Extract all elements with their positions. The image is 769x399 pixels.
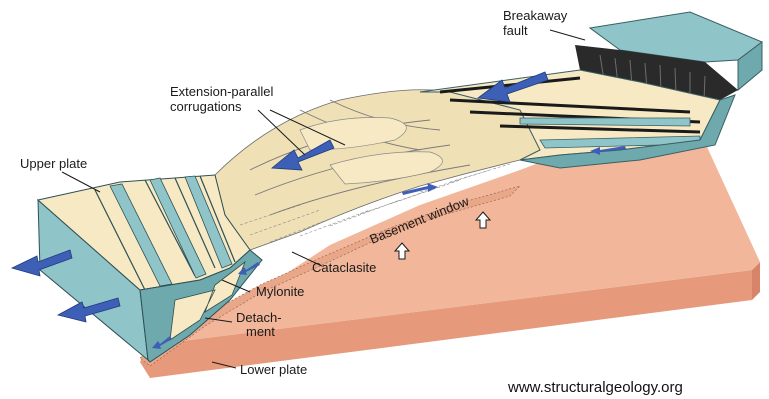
upper-plate-label: Upper plate bbox=[20, 156, 87, 171]
corrugations-label-line1: Extension-parallel bbox=[170, 84, 273, 99]
mylonite-label: Mylonite bbox=[256, 284, 304, 299]
source-watermark: www.structuralgeology.org bbox=[507, 379, 683, 396]
leader-upper-plate bbox=[62, 172, 100, 192]
breakaway-fault-label-line2: fault bbox=[503, 23, 528, 38]
lower-plate-label: Lower plate bbox=[240, 362, 307, 377]
cataclasite-label: Cataclasite bbox=[312, 260, 376, 275]
detachment-label-line1: Detach- bbox=[236, 310, 282, 325]
leader-breakaway bbox=[550, 30, 585, 40]
breakaway-fault-label-line1: Breakaway bbox=[503, 8, 568, 23]
corrugations-label-line2: corrugations bbox=[170, 99, 242, 114]
detachment-label-line2: ment bbox=[246, 324, 275, 339]
